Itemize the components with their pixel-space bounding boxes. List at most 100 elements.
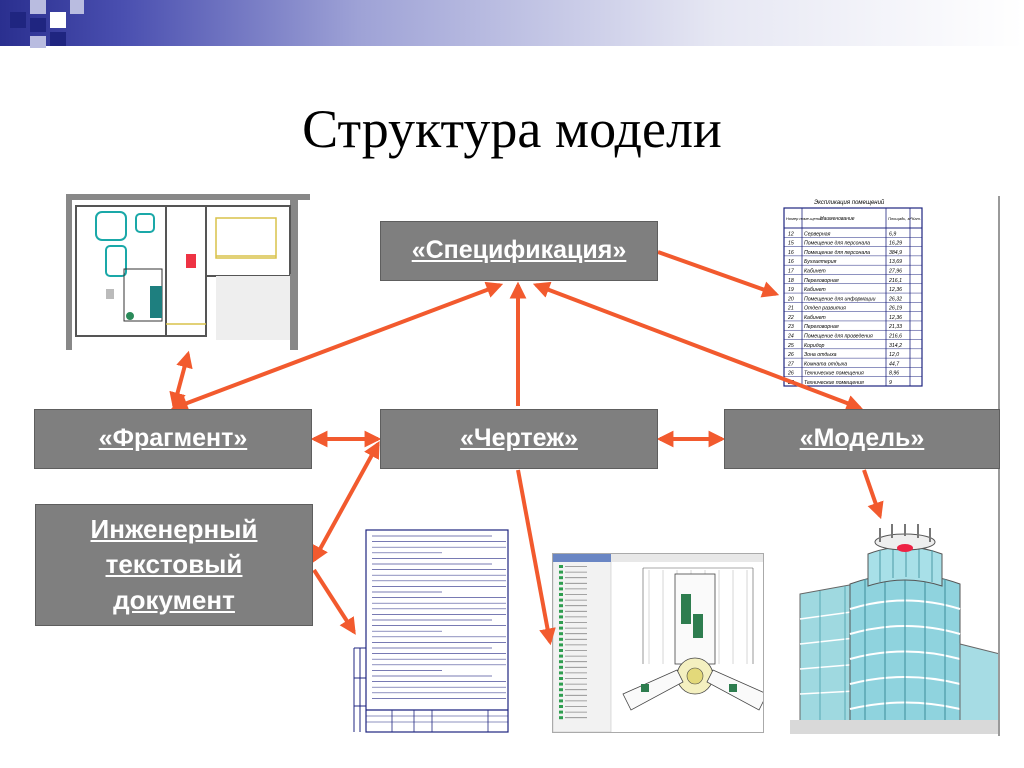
tree-item-icon — [559, 621, 563, 624]
tree-item-icon — [559, 593, 563, 596]
arrow-model-3d — [862, 469, 884, 520]
tree-item-icon — [559, 660, 563, 664]
spec-table-cell: 16 — [788, 259, 794, 265]
spec-table-cell: 6,9 — [889, 231, 896, 237]
tree-item-icon — [559, 632, 563, 636]
decor-square — [70, 0, 84, 14]
tree-item-icon — [559, 677, 563, 680]
spec-table-cell: 12,36 — [889, 315, 902, 321]
tree-item-icon — [559, 671, 563, 675]
spec-table-cell: 22 — [787, 315, 794, 321]
spec-table-cell: Переговорная — [804, 324, 839, 330]
tree-item-icon — [559, 615, 563, 619]
node-model[interactable]: «Модель» — [724, 409, 1000, 469]
node-specification[interactable]: «Спецификация» — [380, 221, 658, 281]
spec-table-header: Площадь, м² — [888, 216, 912, 221]
spec-table-cell: 26,19 — [888, 306, 902, 312]
spec-table-cell: 9 — [889, 380, 892, 386]
spec-table-cell: 27,96 — [888, 268, 902, 274]
spec-table-cell: 8,96 — [889, 371, 899, 377]
node-text-document-line1: Инженерный — [90, 514, 258, 545]
spec-table-cell: 314,2 — [889, 343, 902, 349]
spec-table-cell: Кабинет — [804, 287, 826, 293]
node-fragment[interactable]: «Фрагмент» — [34, 409, 312, 469]
tree-item-icon — [559, 609, 563, 613]
node-text-document-label: Инженерный текстовый документ — [91, 512, 258, 617]
spec-table-cell: 24 — [787, 334, 794, 340]
spec-table-cell: Помещение для персонала — [804, 241, 870, 247]
spec-table-cell: 12 — [788, 231, 794, 237]
arrow-drawing-window — [516, 469, 556, 646]
spec-table-cell: 18 — [788, 278, 794, 284]
tree-item-icon — [559, 682, 563, 686]
spec-table-cell: 20 — [787, 296, 794, 302]
spec-table-cell: Зона отдыха — [804, 352, 837, 358]
tree-item-icon — [559, 565, 563, 568]
spec-table-cell: Кабинет — [804, 268, 826, 274]
node-drawing-label: «Чертеж» — [460, 424, 578, 453]
spec-table-cell: 216,1 — [888, 278, 902, 284]
spec-table-cell: 27 — [787, 361, 795, 367]
decor-square — [10, 12, 26, 28]
decor-square — [30, 18, 46, 32]
tree-item-icon — [559, 688, 563, 692]
spec-table-cell: Помещение для персонала — [804, 250, 870, 256]
spec-table-cell: 16 — [788, 250, 794, 256]
arrow-spec-table — [657, 250, 780, 298]
spec-table-cell: Серверная — [804, 231, 831, 237]
node-fragment-label: «Фрагмент» — [98, 424, 248, 453]
spec-table-cell: 216,6 — [888, 334, 902, 340]
decor-square — [50, 12, 66, 28]
node-model-label: «Модель» — [799, 424, 925, 453]
spec-table-cell: 12,0 — [889, 352, 899, 358]
tree-item-icon — [559, 710, 563, 714]
spec-table-cell: Кабинет — [804, 315, 826, 321]
spec-table-cell: 384,9 — [889, 250, 902, 256]
tree-item-icon — [559, 716, 563, 720]
text-document-image — [352, 528, 510, 734]
spec-table-cell: 26,32 — [888, 296, 902, 302]
header-band — [0, 0, 1024, 46]
node-specification-label: «Спецификация» — [411, 236, 627, 265]
node-drawing[interactable]: «Чертеж» — [380, 409, 658, 469]
spec-table-cell: Технические помещения — [804, 380, 864, 386]
spec-table-cell: 25 — [787, 343, 794, 349]
tree-item-icon — [559, 587, 563, 591]
spec-table-cell: Комната отдыха — [804, 361, 847, 367]
spec-table-cell: Переговорная — [804, 278, 839, 284]
tree-item-icon — [559, 637, 563, 641]
drawing-window-image — [552, 553, 764, 733]
spec-table-cell: 44,7 — [889, 361, 900, 367]
slide-title: Структура модели — [302, 99, 722, 159]
spec-table-cell: 15 — [788, 241, 794, 247]
building-3d-model-image — [790, 524, 1000, 734]
tree-item-icon — [559, 705, 563, 708]
spec-table-cell: 12,36 — [889, 287, 902, 293]
tree-item-icon — [559, 576, 563, 580]
floor-plan-image — [66, 194, 310, 350]
decor-square — [50, 32, 66, 46]
tree-item-icon — [559, 654, 563, 658]
spec-table-cell: 16,29 — [889, 241, 902, 247]
spec-table-cell: Отдел развития — [804, 306, 846, 312]
spec-table-header: Номер поме-щения — [786, 216, 823, 221]
spec-table-cell: Помещение для информации — [804, 296, 876, 302]
tree-item-icon — [559, 598, 563, 602]
spec-table-cell: 13,69 — [889, 259, 902, 265]
tree-item-icon — [559, 649, 563, 652]
node-text-document[interactable]: Инженерный текстовый документ — [35, 504, 313, 626]
node-text-document-line2: текстовый — [105, 549, 243, 580]
spec-table-cell: 21,33 — [888, 324, 902, 330]
spec-table-cell: 19 — [788, 287, 794, 293]
decor-square — [30, 36, 46, 48]
tree-item-icon — [559, 570, 563, 574]
tree-item-icon — [559, 643, 563, 647]
tree-item-icon — [559, 693, 563, 697]
arrow-fragment-plan — [169, 350, 193, 410]
spec-table-cell: Технические помещения — [804, 371, 864, 377]
spec-table-cell: 23 — [787, 324, 794, 330]
spec-table-cell: 21 — [787, 306, 794, 312]
tree-item-icon — [559, 699, 563, 703]
arrow-doc-textimage — [312, 568, 356, 635]
